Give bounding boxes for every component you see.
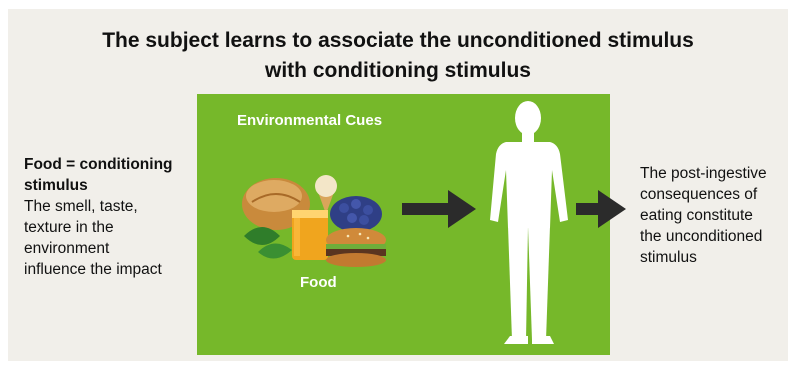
unconditioned-stimulus-text: The post-ingestive consequences of eatin… [640, 163, 788, 268]
arrow-right-icon [576, 190, 626, 228]
left-body-3: environment [24, 238, 199, 259]
right-line-1: The post-ingestive [640, 163, 788, 184]
title-line-1: The subject learns to associate the unco… [8, 26, 788, 56]
right-line-3: eating constitute [640, 205, 788, 226]
environmental-cues-label: Environmental Cues [237, 112, 382, 129]
arrow-right-icon [402, 190, 476, 228]
food-image [238, 166, 388, 270]
left-body-4: influence the impact [24, 259, 199, 280]
title-line-2: with conditioning stimulus [8, 56, 788, 86]
right-line-4: the unconditioned [640, 226, 788, 247]
conditioning-stimulus-text: Food = conditioning stimulus The smell, … [24, 154, 199, 280]
left-heading-1: Food = conditioning [24, 154, 199, 175]
right-line-2: consequences of [640, 184, 788, 205]
left-body-1: The smell, taste, [24, 196, 199, 217]
food-label: Food [300, 274, 337, 291]
person-silhouette-icon [484, 100, 572, 346]
left-heading-2: stimulus [24, 175, 199, 196]
right-line-5: stimulus [640, 247, 788, 268]
diagram-title: The subject learns to associate the unco… [8, 26, 788, 86]
left-body-2: texture in the [24, 217, 199, 238]
